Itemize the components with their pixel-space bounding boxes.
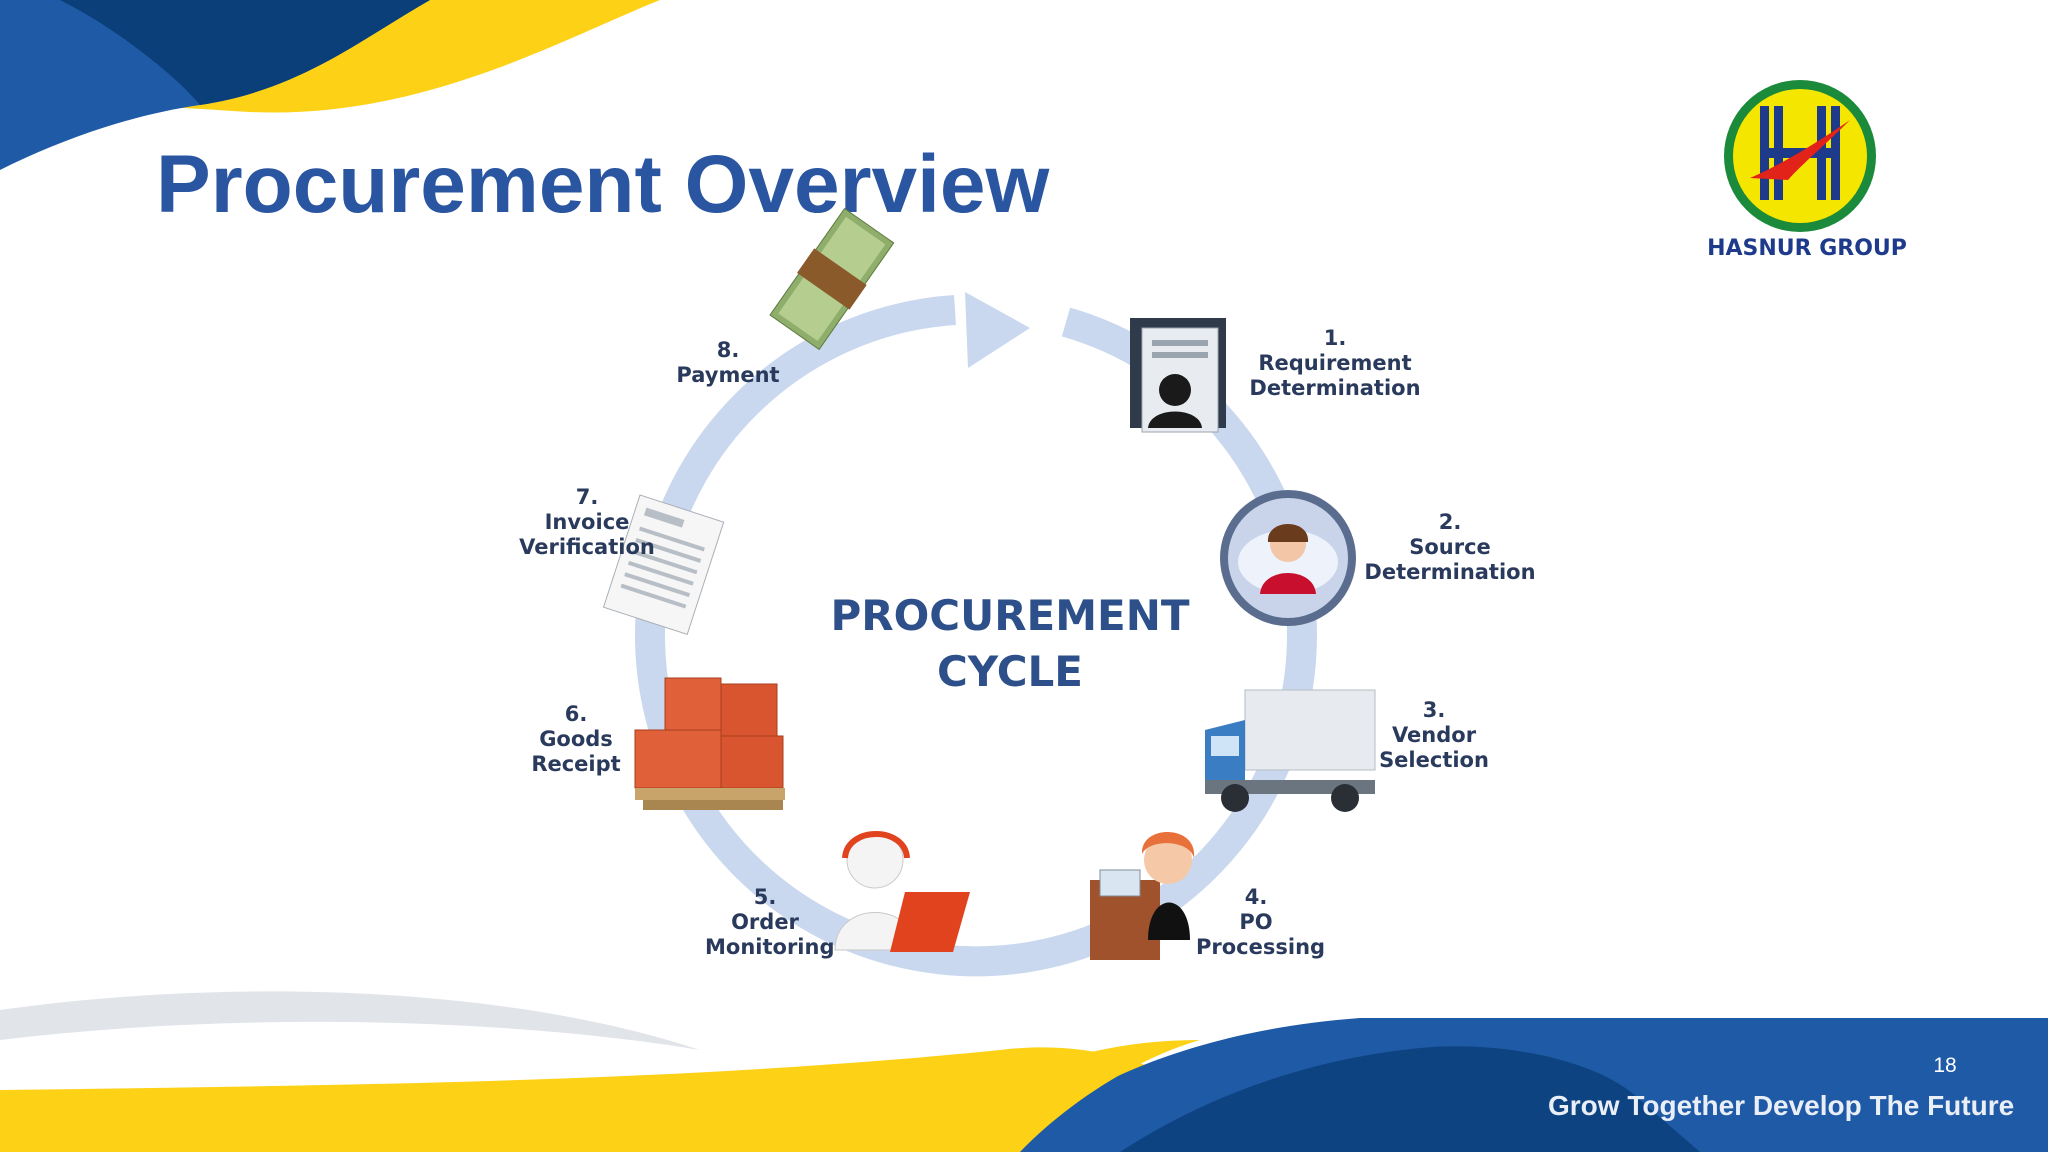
bottom-yellow-accent: [930, 1040, 1200, 1152]
step-label-requirement-determination: 1. Requirement Determination: [1245, 326, 1425, 401]
step-text-line1: Goods: [539, 727, 613, 751]
top-darkblue-wave: [60, 0, 430, 105]
slide-title: Procurement Overview: [156, 139, 1050, 230]
step-number: 6.: [564, 702, 588, 726]
bottom-grey-swoosh: [0, 991, 700, 1050]
step-number: 4.: [1244, 885, 1268, 909]
step-number: 5.: [753, 885, 777, 909]
step-text-line1: Order: [731, 910, 799, 934]
headset-laptop-icon: [834, 831, 970, 952]
step-text-line2: Determination: [1249, 376, 1421, 400]
step-number: 2.: [1438, 510, 1462, 534]
step-number: 7.: [575, 485, 599, 509]
step-label-source-determination: 2. Source Determination: [1360, 510, 1540, 585]
bottom-darkblue-band: [1120, 1046, 1700, 1152]
money-stack-icon: [769, 207, 895, 351]
step-label-payment: 8. Payment: [668, 338, 788, 388]
footer-tagline: Grow Together Develop The Future: [1548, 1090, 2015, 1121]
step-text-line2: Processing: [1196, 935, 1326, 959]
step-text-line1: Vendor: [1391, 723, 1477, 747]
step-text-line1: Payment: [676, 363, 780, 387]
step-number: 8.: [716, 338, 740, 362]
support-agent-icon: [1220, 490, 1356, 626]
step-label-po-processing: 4. PO Processing: [1196, 885, 1326, 960]
bottom-yellow-band: [0, 1047, 1180, 1152]
step-label-goods-receipt: 6. Goods Receipt: [526, 702, 626, 777]
step-text-line2: Verification: [519, 535, 655, 559]
step-text-line2: Receipt: [531, 752, 621, 776]
logo-emblem-icon: [1724, 80, 1876, 232]
step-text-line2: Selection: [1379, 748, 1489, 772]
center-title-line1: PROCUREMENT: [830, 591, 1190, 640]
cycle-arrow-head: [965, 292, 1030, 368]
step-text-line2: Determination: [1364, 560, 1536, 584]
document-person-icon: [1130, 318, 1226, 433]
step-text-line1: Invoice: [544, 510, 630, 534]
step-text-line1: Requirement: [1258, 351, 1412, 375]
hasnur-group-logo: HASNUR GROUP: [1692, 76, 1922, 276]
step-number: 1.: [1323, 326, 1347, 350]
logo-wordmark: HASNUR GROUP: [1707, 236, 1907, 261]
invoice-icon: [602, 494, 725, 636]
step-label-order-monitoring: 5. Order Monitoring: [705, 885, 835, 960]
truck-icon: [1205, 689, 1376, 812]
step-label-vendor-selection: 3. Vendor Selection: [1374, 698, 1494, 773]
step-label-invoice-verification: 7. Invoice Verification: [517, 485, 657, 560]
step-number: 3.: [1422, 698, 1446, 722]
center-title-line2: CYCLE: [936, 647, 1083, 696]
page-number: 18: [1933, 1054, 1957, 1077]
step-text-line1: PO: [1239, 910, 1273, 934]
office-worker-icon: [1090, 831, 1195, 960]
boxes-pallet-icon: [634, 677, 785, 810]
step-text-line2: Monitoring: [705, 935, 835, 959]
cycle-center-title: PROCUREMENT CYCLE: [830, 588, 1190, 700]
step-text-line1: Source: [1409, 535, 1491, 559]
